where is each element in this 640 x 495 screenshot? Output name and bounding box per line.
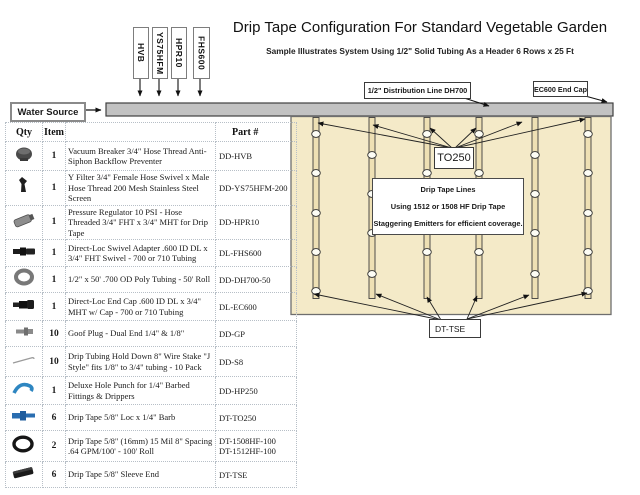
- qty-cell: 1: [42, 376, 66, 405]
- part-number-cell: DT-TSE: [215, 461, 297, 488]
- item-description-cell: Goof Plug - Dual End 1/4" & 1/8": [65, 320, 216, 347]
- poly-tubing-roll-icon: [5, 266, 43, 293]
- part-number-cell: DL-FHS600: [215, 239, 297, 267]
- part-number-cell: DD-GP: [215, 320, 297, 347]
- component-label-hvb: HVB: [133, 27, 149, 79]
- item-description-cell: Drip Tubing Hold Down 8" Wire Stake "J S…: [65, 346, 216, 377]
- part-number-cell: DD-YS75HFM-200: [215, 170, 297, 206]
- part-number-cell: DD-HPR10: [215, 204, 297, 240]
- goof-plug-icon: [5, 320, 43, 347]
- water-source-label: Water Source: [10, 102, 86, 122]
- item-description-cell: Deluxe Hole Punch for 1/4" Barbed Fittin…: [65, 376, 216, 405]
- part-number-cell: DD-S8: [215, 346, 297, 377]
- qty-cell: 1: [42, 170, 66, 206]
- end-cap-label: EC600 End Cap: [533, 81, 588, 97]
- y-filter-icon: [5, 170, 43, 206]
- qty-cell: 1: [42, 204, 66, 240]
- tse-sleeve-arrows: [313, 291, 588, 321]
- qty-cell: 6: [42, 461, 66, 488]
- info-line-2: Using 1512 or 1508 HF Drip Tape: [390, 202, 506, 211]
- item-description-cell: Y Filter 3/4" Female Hose Swivel x Male …: [65, 170, 216, 206]
- wire-stake-icon: [5, 346, 43, 377]
- distribution-pipe: [105, 102, 614, 117]
- qty-cell: 10: [42, 320, 66, 347]
- item-description-cell: 1/2" x 50' .700 OD Poly Tubing - 50' Rol…: [65, 266, 216, 293]
- qty-cell: 1: [42, 141, 66, 171]
- qty-cell: 1: [42, 266, 66, 293]
- to250-label: TO250: [434, 147, 474, 169]
- page-title: Drip Tape Configuration For Standard Veg…: [232, 19, 608, 36]
- component-label-fhs600: FHS600: [193, 27, 210, 79]
- qty-cell: 2: [42, 430, 66, 462]
- drip-tape-info-box: Drip Tape Lines Using 1512 or 1508 HF Dr…: [372, 178, 524, 235]
- component-arrows: [137, 78, 203, 97]
- qty-cell: 1: [42, 292, 66, 321]
- header-part: Part #: [215, 122, 297, 142]
- distribution-line-label: 1/2" Distribution Line DH700: [364, 82, 471, 99]
- item-description-cell: Drip Tape 5/8" Sleeve End: [65, 461, 216, 488]
- swivel-adapter-icon: [5, 239, 43, 267]
- part-number-cell: DT-TO250: [215, 404, 297, 431]
- info-line-1: Drip Tape Lines: [420, 185, 476, 194]
- item-description-cell: Drip Tape 5/8" Loc x 1/4" Barb: [65, 404, 216, 431]
- header-desc: [65, 122, 216, 142]
- component-label-ys75hfm: YS75HFM: [152, 27, 168, 79]
- qty-cell: 1: [42, 239, 66, 267]
- dt-tse-label: DT-TSE: [429, 319, 481, 338]
- sleeve-end-icon: [5, 461, 43, 488]
- part-number-cell: DL-EC600: [215, 292, 297, 321]
- part-number-cell: DD-DH700-50: [215, 266, 297, 293]
- table-header-row: Qty Item Part #: [5, 122, 297, 142]
- hole-punch-icon: [5, 376, 43, 405]
- qty-cell: 10: [42, 346, 66, 377]
- item-description-cell: Pressure Regulator 10 PSI - Hose Threade…: [65, 204, 216, 240]
- item-description-cell: Vacuum Breaker 3/4" Hose Thread Anti-Sip…: [65, 141, 216, 171]
- part-number-cell: DD-HP250: [215, 376, 297, 405]
- info-line-3: Staggering Emitters for efficient covera…: [373, 219, 523, 228]
- to250-fitting-arrows: [317, 117, 586, 149]
- item-description-cell: Direct-Loc Swivel Adapter .600 ID DL x 3…: [65, 239, 216, 267]
- tape-loc-barb-icon: [5, 404, 43, 431]
- drip-tape-roll-icon: [5, 430, 43, 462]
- header-item: Item: [42, 122, 66, 142]
- page-subtitle: Sample Illustrates System Using 1/2" Sol…: [266, 46, 574, 56]
- part-number-cell: DD-HVB: [215, 141, 297, 171]
- part-number-cell: DT-1508HF-100 DT-1512HF-100: [215, 430, 297, 462]
- item-description-cell: Drip Tape 5/8" (16mm) 15 Mil 8" Spacing …: [65, 430, 216, 462]
- emitters: [311, 130, 593, 295]
- component-label-hpr10: HPR10: [171, 27, 187, 79]
- pressure-regulator-icon: [5, 204, 43, 240]
- qty-cell: 6: [42, 404, 66, 431]
- vacuum-breaker-icon: [5, 141, 43, 171]
- header-qty: Qty: [5, 122, 43, 142]
- end-cap-icon: [5, 292, 43, 321]
- item-description-cell: Direct-Loc End Cap .600 ID DL x 3/4" MHT…: [65, 292, 216, 321]
